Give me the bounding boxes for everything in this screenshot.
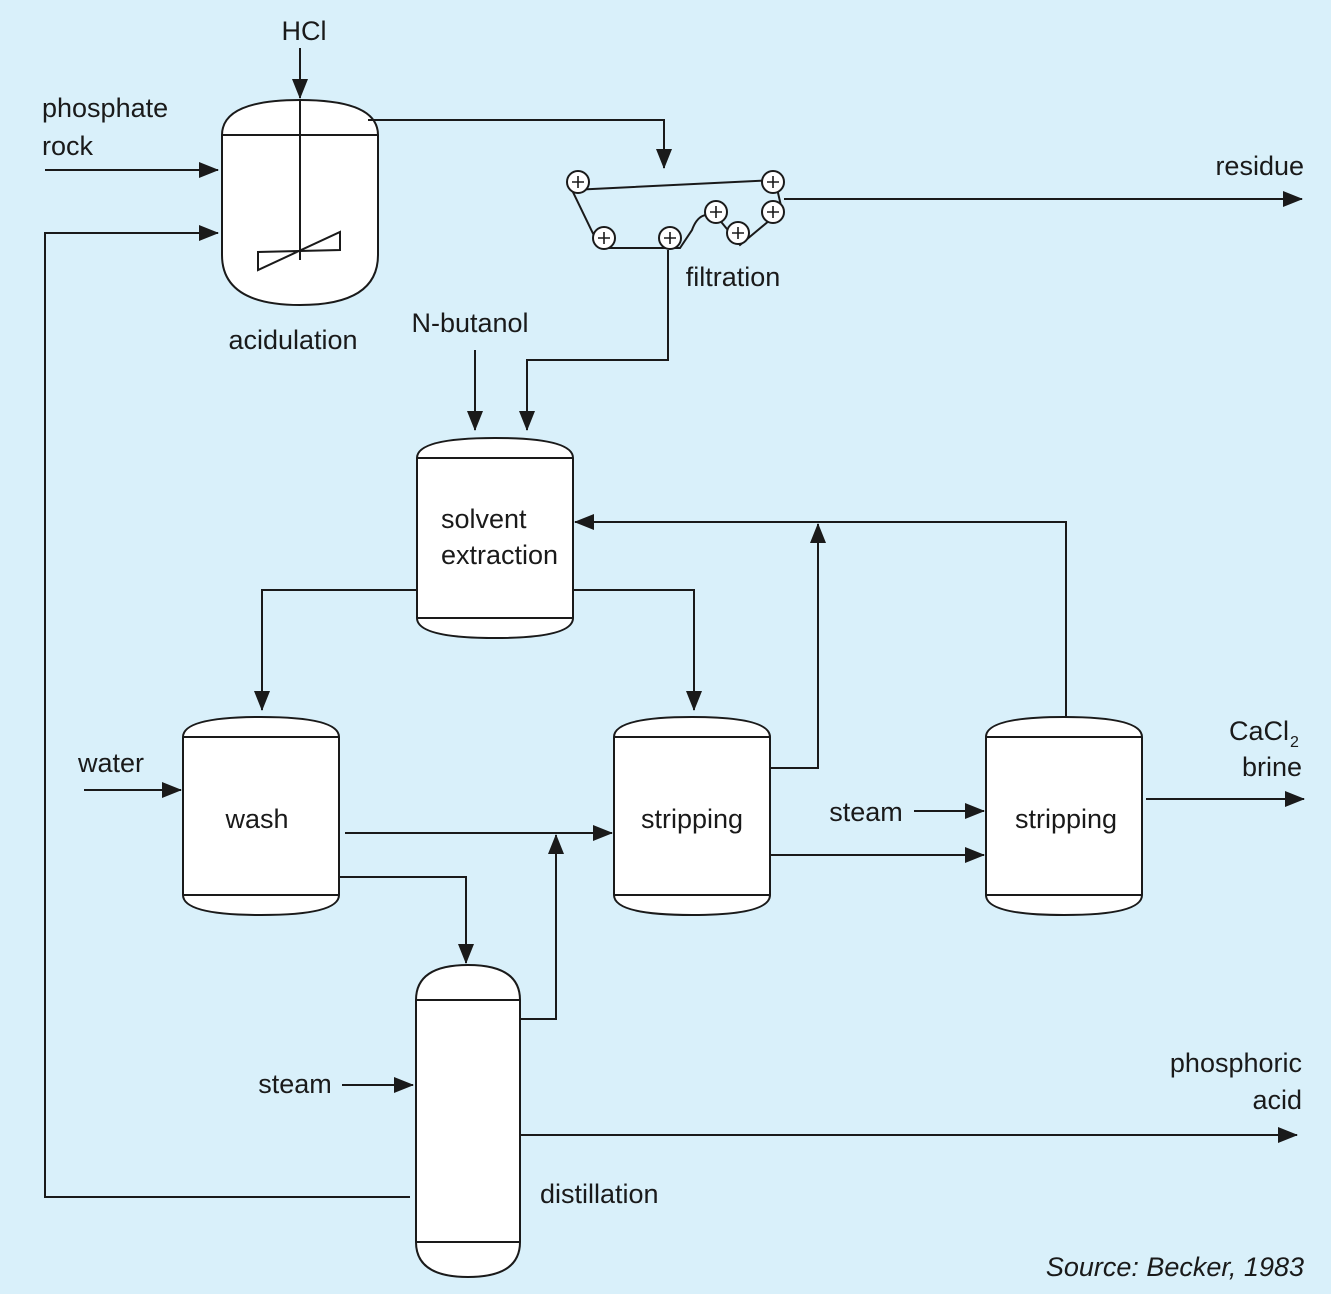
wash-label: wash xyxy=(224,804,288,834)
extract-to-wash-arrow xyxy=(254,589,417,711)
cacl2-subscript: 2 xyxy=(1290,734,1299,751)
distillation-column xyxy=(415,963,521,1279)
residue-label: residue xyxy=(1215,151,1304,181)
filtrate-arrow xyxy=(519,250,669,431)
solvent-extraction-vessel xyxy=(416,436,574,640)
acidulation-to-filter-arrow xyxy=(368,119,672,169)
filtration-belt xyxy=(566,170,785,250)
wash-vessel xyxy=(182,715,340,917)
stripping-vessel-2 xyxy=(985,715,1143,917)
phosphoric-acid-label-1: phosphoric xyxy=(1170,1048,1302,1078)
solvent-recycle-arrow xyxy=(574,514,1067,717)
labels: HCl phosphate rock acidulation filtratio… xyxy=(42,16,1304,1282)
stripping-label-2: stripping xyxy=(1015,804,1117,834)
stripping-label-1: stripping xyxy=(641,804,743,834)
source-citation: Source: Becker, 1983 xyxy=(1046,1252,1304,1282)
phosphate-rock-label-2: rock xyxy=(42,131,94,161)
wash-to-distillation-arrow xyxy=(339,876,474,964)
brine-label: brine xyxy=(1242,752,1302,782)
stripping1-recycle-arrow xyxy=(770,523,826,769)
recycle-arrow xyxy=(44,225,410,1198)
water-label: water xyxy=(77,748,144,778)
stripping-vessel-1 xyxy=(613,715,771,917)
distillation-label: distillation xyxy=(540,1179,659,1209)
solvent-extraction-label-1: solvent xyxy=(441,504,527,534)
steam-label-mid: steam xyxy=(829,797,903,827)
agitator-blade xyxy=(257,230,341,272)
filtration-label: filtration xyxy=(686,262,781,292)
phosphoric-acid-label-2: acid xyxy=(1252,1085,1302,1115)
n-butanol-label: N-butanol xyxy=(411,308,528,338)
cacl2-label: CaCl xyxy=(1229,716,1289,746)
hcl-label: HCl xyxy=(282,16,327,46)
flow-lines xyxy=(44,48,1305,1198)
steam-label-low: steam xyxy=(258,1069,332,1099)
acidulation-vessel xyxy=(221,98,379,307)
acidulation-label: acidulation xyxy=(228,325,357,355)
extract-to-stripping-arrow xyxy=(573,589,702,711)
solvent-extraction-label-2: extraction xyxy=(441,540,558,570)
phosphate-rock-label-1: phosphate xyxy=(42,93,168,123)
distillation-overhead-arrow xyxy=(520,834,564,1020)
